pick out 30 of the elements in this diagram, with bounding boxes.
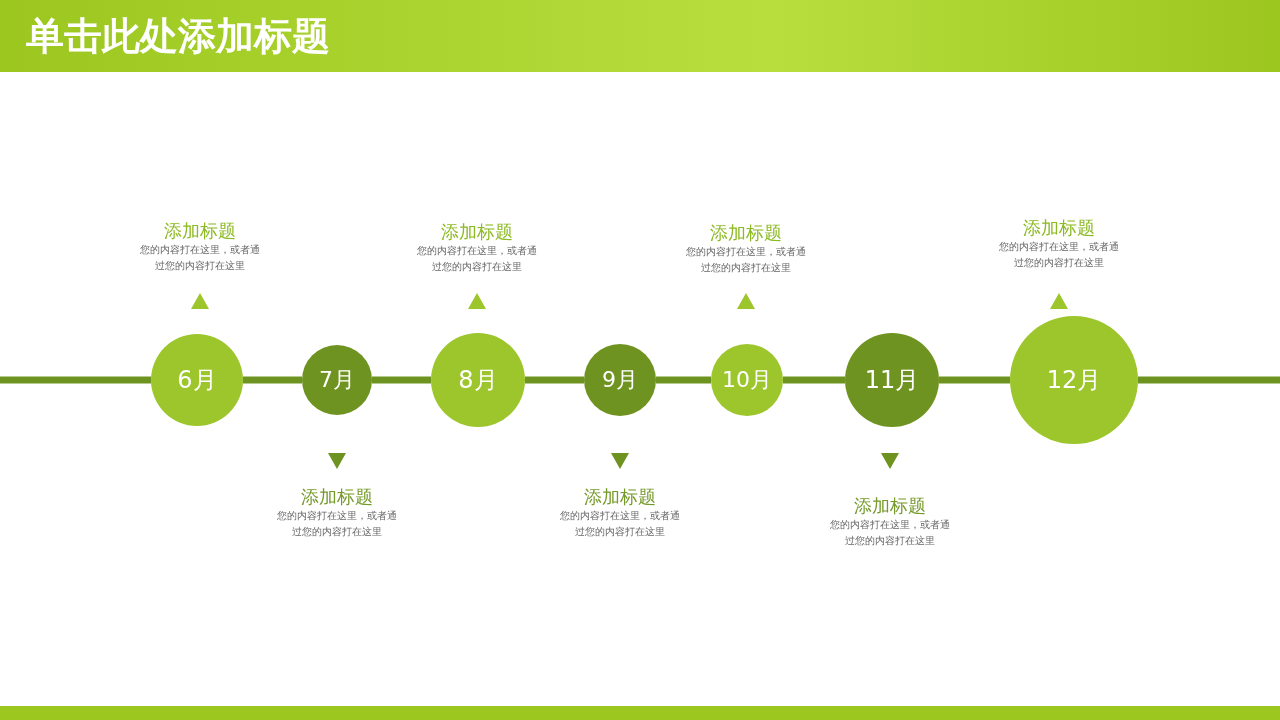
item-heading: 添加标题 bbox=[583, 486, 657, 508]
timeline-line bbox=[939, 376, 1010, 384]
title: 单击此处添加标题 bbox=[26, 14, 330, 58]
item-heading: 添加标题 bbox=[709, 222, 783, 244]
month-circle: 6月 bbox=[151, 334, 243, 426]
timeline-line bbox=[525, 376, 584, 384]
month-circle: 8月 bbox=[431, 333, 525, 427]
month-circle: 9月 bbox=[584, 344, 656, 416]
item-description: 您的内容打在这里，或者通过您的内容打在这里 bbox=[998, 240, 1120, 270]
item-description: 您的内容打在这里，或者通过您的内容打在这里 bbox=[685, 245, 807, 275]
timeline-line bbox=[656, 376, 711, 384]
item-heading: 添加标题 bbox=[853, 495, 927, 517]
timeline-line bbox=[372, 376, 431, 384]
item-heading: 添加标题 bbox=[300, 486, 374, 508]
item-description: 您的内容打在这里，或者通过您的内容打在这里 bbox=[416, 244, 538, 274]
timeline-line bbox=[0, 376, 151, 384]
item-description: 您的内容打在这里，或者通过您的内容打在这里 bbox=[559, 509, 681, 539]
item-description: 您的内容打在这里，或者通过您的内容打在这里 bbox=[276, 509, 398, 539]
item-heading: 添加标题 bbox=[1022, 217, 1096, 239]
timeline-line bbox=[783, 376, 845, 384]
item-heading: 添加标题 bbox=[163, 220, 237, 242]
month-circle: 7月 bbox=[302, 345, 372, 415]
month-circle: 12月 bbox=[1010, 316, 1138, 444]
item-description: 您的内容打在这里，或者通过您的内容打在这里 bbox=[139, 243, 261, 273]
timeline-line bbox=[1138, 376, 1280, 384]
item-heading: 添加标题 bbox=[440, 221, 514, 243]
item-description: 您的内容打在这里，或者通过您的内容打在这里 bbox=[829, 518, 951, 548]
month-circle: 10月 bbox=[711, 344, 783, 416]
timeline-line bbox=[243, 376, 302, 384]
month-circle: 11月 bbox=[845, 333, 939, 427]
